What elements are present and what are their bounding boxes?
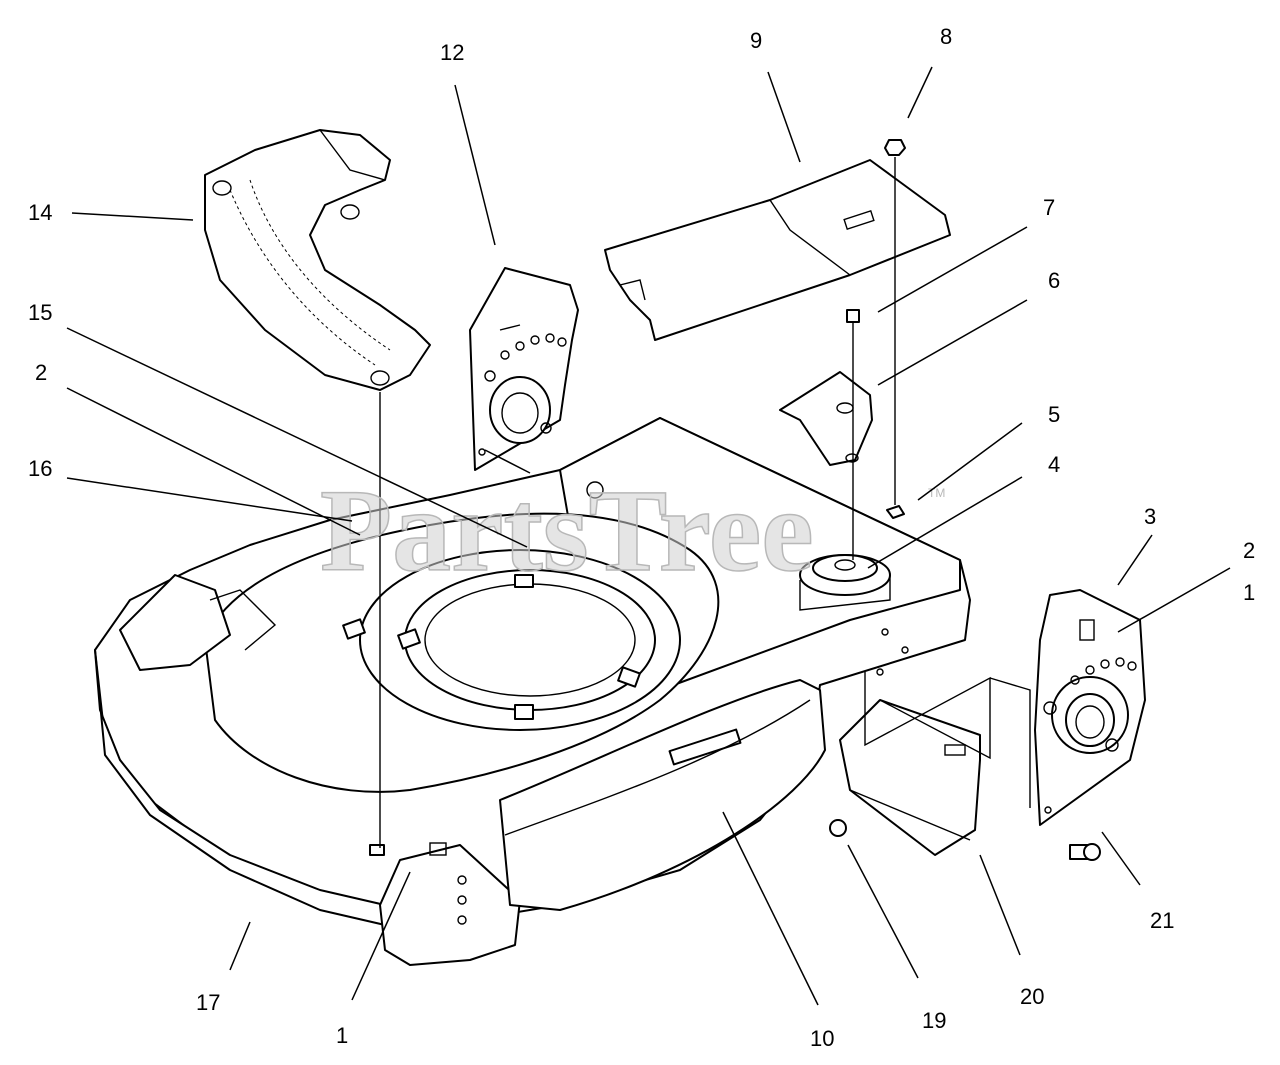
assembly-lines: [379, 157, 1031, 848]
callout-19: 19: [922, 1008, 946, 1033]
callout-2-right: 2: [1243, 538, 1255, 563]
callout-14: 14: [28, 200, 52, 225]
callout-20: 20: [1020, 984, 1044, 1009]
callout-16: 16: [28, 456, 52, 481]
callout-10: 10: [810, 1026, 834, 1051]
callout-4: 4: [1048, 452, 1060, 477]
bolt-21: [1069, 843, 1101, 861]
top-cover: [604, 159, 951, 341]
callout-15: 15: [28, 300, 52, 325]
leader-lines: [66, 66, 1231, 1006]
svg-text:TM: TM: [928, 486, 945, 500]
nut-8: [884, 139, 906, 156]
callout-6: 6: [1048, 268, 1060, 293]
callout-21: 21: [1150, 908, 1174, 933]
watermark: PartsTree TM: [319, 464, 945, 597]
bolt-19: [829, 819, 847, 837]
wheel-bracket-right: [1034, 589, 1146, 826]
callout-3: 3: [1144, 504, 1156, 529]
callout-labels: 12 9 8 7 6 5 4 3 2 1 14 15 2 16 17 1 10 …: [28, 24, 1255, 1051]
callout-8: 8: [940, 24, 952, 49]
front-skirt: [499, 679, 826, 911]
callout-17: 17: [196, 990, 220, 1015]
wheel-bracket-left: [469, 267, 579, 471]
callout-9: 9: [750, 28, 762, 53]
rear-deflector: [839, 699, 981, 856]
callout-5: 5: [1048, 402, 1060, 427]
callout-1-bottom: 1: [336, 1023, 348, 1048]
callout-7: 7: [1043, 195, 1055, 220]
callout-12: 12: [440, 40, 464, 65]
mower-deck: [94, 417, 971, 966]
discharge-shield: [204, 129, 431, 391]
washer-5: [886, 505, 905, 519]
callout-1-right: 1: [1243, 580, 1255, 605]
idler-bracket: [779, 371, 873, 466]
bolt-16: [369, 844, 385, 856]
bolt-7: [846, 309, 860, 358]
callout-2-left: 2: [35, 360, 47, 385]
svg-text:PartsTree: PartsTree: [320, 465, 814, 596]
